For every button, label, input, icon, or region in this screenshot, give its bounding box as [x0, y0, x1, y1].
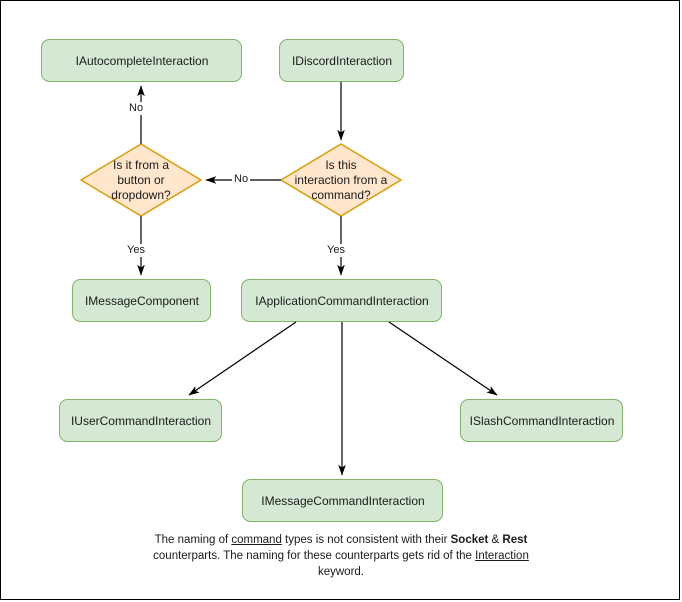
- caption-bold-rest: Rest: [502, 534, 528, 546]
- edge-label-yes-left: Yes: [125, 244, 147, 257]
- node-label-decision-command-line3: command?: [311, 187, 371, 202]
- node-user-command[interactable]: IUserCommandInteraction: [60, 400, 222, 442]
- node-shape-message-command[interactable]: [242, 479, 443, 522]
- caption-line3: counterparts gets rid of the Interaction…: [318, 550, 529, 578]
- node-label-discord: IDiscordInteraction: [291, 53, 393, 68]
- node-message-command[interactable]: IMessageCommandInteraction: [243, 480, 443, 522]
- node-shape-user-command[interactable]: [59, 399, 222, 442]
- node-shape-discord[interactable]: [279, 39, 404, 82]
- node-label-autocomplete: IAutocompleteInteraction: [75, 53, 209, 68]
- node-shape-slash-command[interactable]: [460, 399, 623, 442]
- caption-text-2: types is not consistent with their: [281, 534, 448, 546]
- node-label-user-command: IUserCommandInteraction: [70, 413, 212, 428]
- node-label-message-command: IMessageCommandInteraction: [261, 493, 425, 508]
- caption-text-4: counterparts gets rid of the: [335, 550, 476, 562]
- caption-underline-interaction: Interaction: [475, 550, 529, 562]
- node-slash-command[interactable]: ISlashCommandInteraction: [461, 400, 623, 442]
- caption-line1: The naming of command types is not consi…: [155, 534, 448, 546]
- diagram-caption: The naming of command types is not consi…: [141, 532, 541, 580]
- edge-application-command-to-slash-command: [388, 321, 498, 396]
- caption-bold-socket: Socket: [450, 534, 489, 546]
- caption-line2: Socket & Rest counterparts. The naming f…: [153, 534, 527, 562]
- node-label-decision-button-line2: button or: [117, 172, 165, 187]
- node-label-decision-command-line1: Is this: [325, 157, 357, 172]
- node-autocomplete[interactable]: IAutocompleteInteraction: [42, 40, 242, 82]
- node-shape-message-component[interactable]: [72, 279, 211, 322]
- caption-text-1: The naming of: [154, 534, 232, 546]
- node-application-command[interactable]: IApplicationCommandInteraction: [242, 280, 442, 322]
- node-decision-command[interactable]: Is this interaction from a command?: [273, 151, 409, 209]
- edge-label-no-up: No: [127, 102, 146, 115]
- edge-label-yes-right: Yes: [325, 244, 347, 257]
- caption-text-3: counterparts. The naming for these: [153, 550, 332, 562]
- node-label-message-component: IMessageComponent: [84, 293, 200, 308]
- node-label-decision-button-line1: Is it from a: [112, 157, 169, 172]
- node-label-application-command: IApplicationCommandInteraction: [255, 293, 429, 308]
- node-message-component[interactable]: IMessageComponent: [73, 280, 211, 322]
- node-shape-autocomplete[interactable]: [41, 39, 242, 82]
- node-label-slash-command: ISlashCommandInteraction: [469, 413, 615, 428]
- caption-text-5: keyword.: [317, 566, 365, 578]
- node-decision-button[interactable]: Is it from a button or dropdown?: [81, 151, 201, 209]
- node-discord[interactable]: IDiscordInteraction: [280, 40, 404, 82]
- caption-underline-command: command: [231, 534, 282, 546]
- node-label-decision-command-line2: interaction from a: [294, 172, 388, 187]
- node-label-decision-button-line3: dropdown?: [111, 187, 171, 202]
- node-shape-application-command[interactable]: [241, 279, 442, 322]
- edge-label-no-left: No: [232, 173, 251, 186]
- caption-text-amp: &: [488, 534, 503, 546]
- edge-application-command-to-user-command: [188, 321, 297, 396]
